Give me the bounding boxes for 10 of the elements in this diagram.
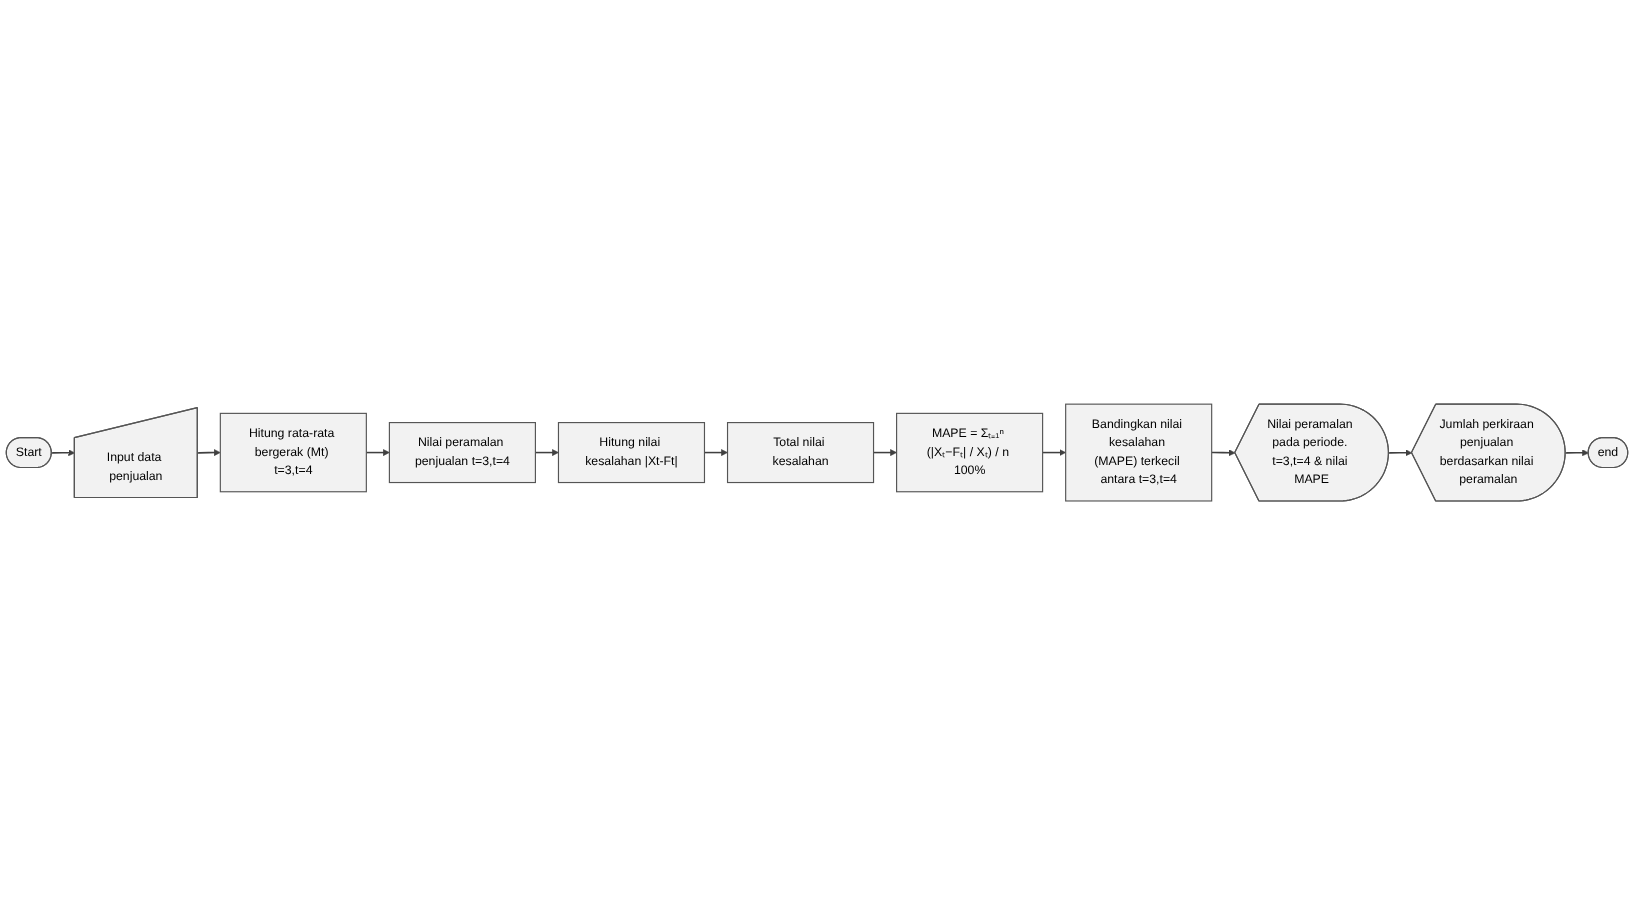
arrow: [534, 448, 559, 456]
arrow: [365, 448, 390, 456]
arrow: [1388, 448, 1413, 456]
arrow: [1210, 448, 1236, 456]
arrow: [703, 448, 728, 456]
arrow: [50, 448, 75, 456]
arrow: [1564, 448, 1589, 456]
arrow: [872, 448, 897, 456]
arrow: [1041, 448, 1066, 456]
arrow: [196, 448, 221, 456]
